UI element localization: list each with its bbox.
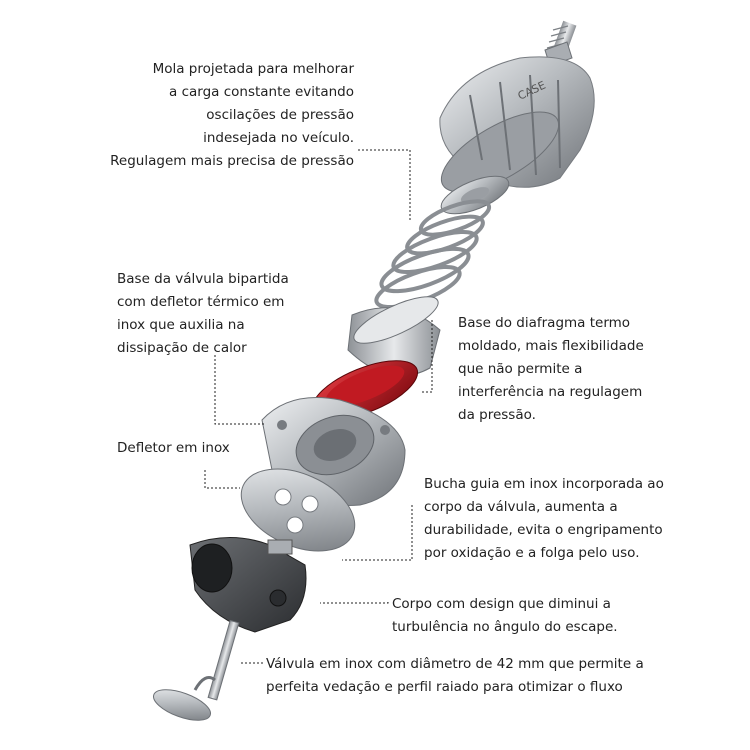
diaphragm-cup: [347, 296, 441, 377]
callout-base-diafragma-line-1: Base do diafragma termo: [458, 315, 631, 331]
callout-mola-line-2: a carga constante evitando: [169, 84, 354, 100]
callout-base-diafragma-line-3: que não permite a: [458, 361, 583, 377]
callout-valvula-line-1: Válvula em inox com diâmetro de 42 mm qu…: [266, 656, 644, 672]
callout-corpo-line-1: Corpo com design que diminui a: [392, 596, 611, 612]
valve-body: [189, 537, 307, 633]
callout-corpo: Corpo com design que diminui a turbulênc…: [392, 593, 618, 639]
callout-bucha: Bucha guia em inox incorporada ao corpo …: [424, 473, 664, 565]
callout-defletor: Defletor em inox: [117, 437, 230, 460]
callout-defletor-line-1: Defletor em inox: [117, 440, 230, 456]
callout-base-diafragma-line-2: moldado, mais flexibilidade: [458, 338, 644, 354]
callout-bucha-line-2: corpo da válvula, aumenta a: [424, 499, 618, 515]
callout-base-valvula-line-1: Base da válvula bipartida: [117, 271, 289, 287]
callout-base-diafragma-line-5: da pressão.: [458, 407, 536, 423]
callout-mola: Mola projetada para melhorar a carga con…: [110, 58, 354, 173]
callout-bucha-line-1: Bucha guia em inox incorporada ao: [424, 476, 664, 492]
callout-base-diafragma-line-4: interferência na regulagem: [458, 384, 643, 400]
callout-mola-line-5: Regulagem mais precisa de pressão: [110, 153, 354, 169]
callout-valvula: Válvula em inox com diâmetro de 42 mm qu…: [266, 653, 644, 699]
callout-base-valvula-line-4: dissipação de calor: [117, 340, 247, 356]
callout-bucha-line-4: por oxidação e a folga pelo uso.: [424, 545, 640, 561]
leader-lines: [204, 149, 433, 664]
callout-valvula-line-2: perfeita vedação e perfil raiado para ot…: [266, 679, 623, 695]
callout-mola-line-3: oscilações de pressão: [206, 107, 354, 123]
callout-base-valvula-line-3: inox que auxilia na: [117, 317, 245, 333]
callout-mola-line-1: Mola projetada para melhorar: [152, 61, 354, 77]
callout-base-valvula: Base da válvula bipartida com defletor t…: [117, 268, 289, 360]
callout-corpo-line-2: turbulência no ângulo do escape.: [392, 619, 618, 635]
deflector-plate: [240, 468, 356, 552]
valve-poppet: [153, 619, 240, 721]
callout-mola-line-4: indesejada no veículo.: [203, 130, 354, 146]
cap: CASE: [439, 56, 595, 193]
callout-base-diafragma: Base do diafragma termo moldado, mais fl…: [458, 312, 644, 427]
callout-base-valvula-line-2: com defletor térmico em: [117, 294, 285, 310]
callout-bucha-line-3: durabilidade, evita o engripamento: [424, 522, 663, 538]
